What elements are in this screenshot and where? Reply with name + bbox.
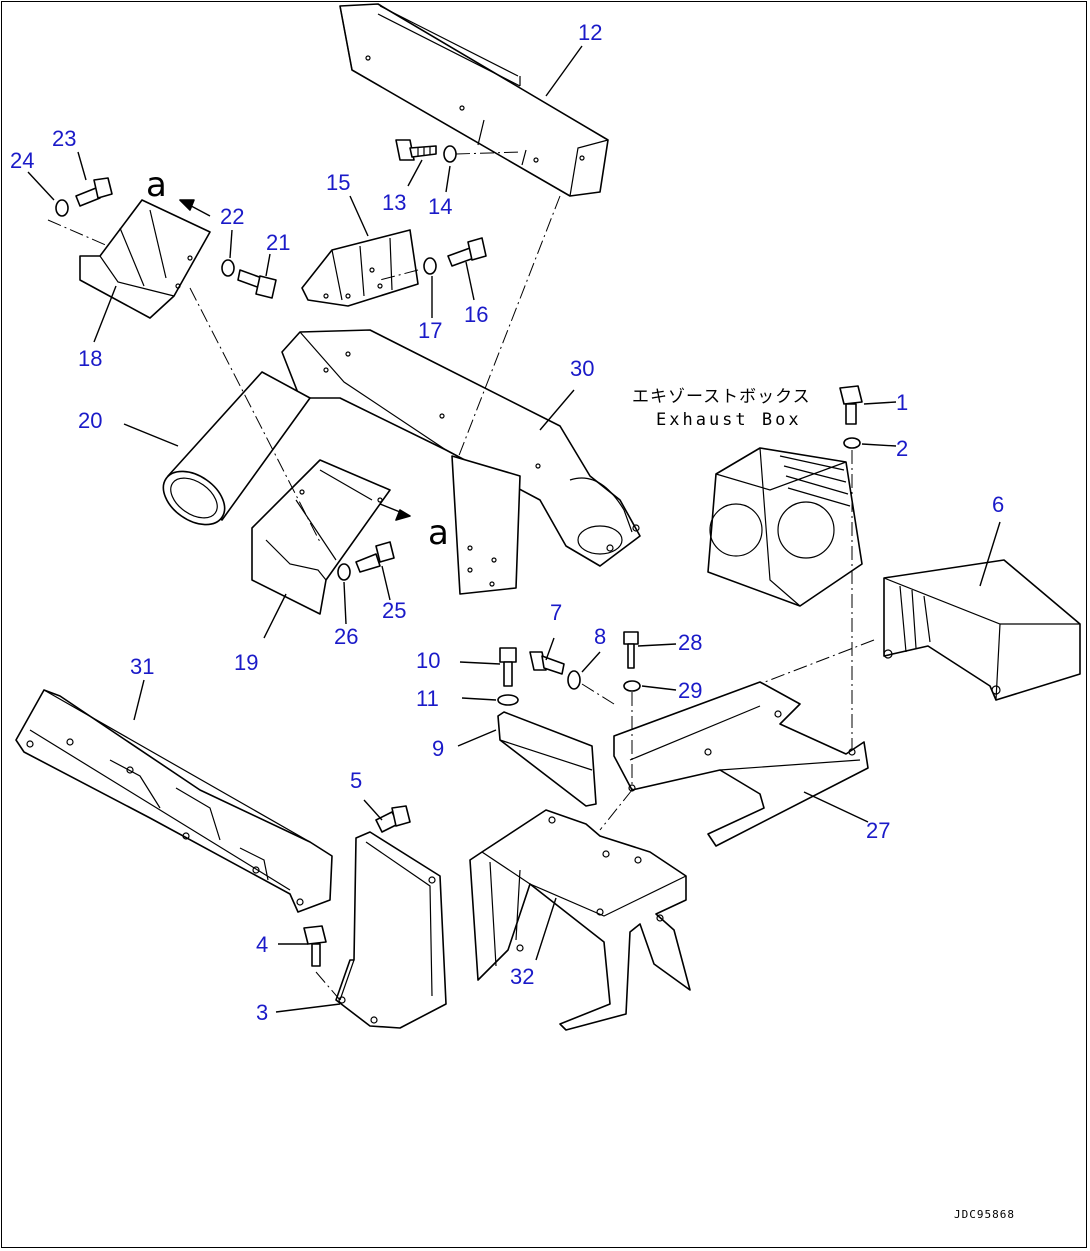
part-9-plate xyxy=(497,711,597,807)
callout-32: 32 xyxy=(510,964,534,989)
bolt-5 xyxy=(375,805,411,833)
bolt-21 xyxy=(237,269,277,299)
bolt-10 xyxy=(499,647,517,687)
callout-15: 15 xyxy=(326,170,350,195)
bolt-28 xyxy=(623,631,639,669)
part-15-bracket xyxy=(301,229,419,307)
callout-labels: 1 2 3 4 5 6 7 8 9 10 11 12 13 14 15 16 1… xyxy=(10,20,1004,1025)
part-30-exhaust-pipe xyxy=(281,329,641,595)
callout-31: 31 xyxy=(130,654,154,679)
callout-16: 16 xyxy=(464,302,488,327)
bolt-7 xyxy=(529,651,565,675)
callout-25: 25 xyxy=(382,598,406,623)
washer-8 xyxy=(567,670,581,690)
view-arrow-a-lower-head xyxy=(395,509,411,521)
part-20-tube xyxy=(162,371,311,526)
assembly-line-16 xyxy=(379,269,419,281)
callout-23: 23 xyxy=(52,126,76,151)
callout-10: 10 xyxy=(416,648,440,673)
callout-20: 20 xyxy=(78,408,102,433)
callout-21: 21 xyxy=(266,230,290,255)
exhaust-box xyxy=(707,447,863,607)
part-31-rail-frame xyxy=(15,689,333,913)
bolt-13 xyxy=(395,139,437,161)
part-27-mount-frame xyxy=(613,681,869,847)
assembly-line-6 xyxy=(743,639,875,691)
callout-6: 6 xyxy=(992,492,1004,517)
washer-11 xyxy=(497,694,519,706)
washer-2 xyxy=(843,437,861,449)
callout-14: 14 xyxy=(428,194,452,219)
callout-29: 29 xyxy=(678,678,702,703)
part-12-top-cover xyxy=(339,3,609,197)
drawing-code: JDC95868 xyxy=(954,1208,1015,1221)
callout-17: 17 xyxy=(418,318,442,343)
washer-24 xyxy=(55,199,69,217)
assembly-line-13 xyxy=(455,151,521,155)
bolt-25 xyxy=(355,541,395,573)
washer-17 xyxy=(423,257,437,275)
view-marker-a-lower: a xyxy=(428,513,449,553)
callout-4: 4 xyxy=(256,932,268,957)
bolt-16 xyxy=(447,237,487,267)
callout-12: 12 xyxy=(578,20,602,45)
callout-30: 30 xyxy=(570,356,594,381)
part-6-cover xyxy=(883,559,1081,701)
assembly-line-12 xyxy=(457,195,561,459)
callout-9: 9 xyxy=(432,736,444,761)
part-18-saddle-bracket xyxy=(79,199,211,319)
assembly-line-23 xyxy=(47,219,109,247)
callout-22: 22 xyxy=(220,204,244,229)
washer-29 xyxy=(623,680,641,692)
callout-2: 2 xyxy=(896,436,908,461)
callout-8: 8 xyxy=(594,624,606,649)
part-19-saddle-bracket xyxy=(251,459,391,615)
callout-5: 5 xyxy=(350,768,362,793)
washer-14 xyxy=(443,145,457,163)
part-32-stand xyxy=(469,809,691,1031)
exhaust-box-label-en: Exhaust Box xyxy=(656,410,802,430)
callout-7: 7 xyxy=(550,600,562,625)
part-3-panel xyxy=(335,831,447,1029)
bolt-4 xyxy=(303,925,327,967)
callout-18: 18 xyxy=(78,346,102,371)
bolt-23 xyxy=(75,177,113,207)
callout-26: 26 xyxy=(334,624,358,649)
callout-3: 3 xyxy=(256,1000,268,1025)
leader-lines xyxy=(27,45,1001,1013)
callout-28: 28 xyxy=(678,630,702,655)
callout-24: 24 xyxy=(10,148,34,173)
view-marker-a-top: a xyxy=(146,165,167,205)
callout-13: 13 xyxy=(382,190,406,215)
washer-26 xyxy=(337,563,351,581)
assembly-line-32 xyxy=(599,789,633,831)
callout-27: 27 xyxy=(866,818,890,843)
exhaust-box-label-jp: エキゾーストボックス xyxy=(632,387,811,407)
assembly-line-7 xyxy=(581,683,615,705)
callout-19: 19 xyxy=(234,650,258,675)
callout-1: 1 xyxy=(896,390,908,415)
assembly-line-4 xyxy=(315,971,341,1001)
bolt-1 xyxy=(839,385,863,425)
view-arrow-a-top-head xyxy=(179,199,195,211)
callout-11: 11 xyxy=(416,686,439,711)
washer-22 xyxy=(221,259,235,277)
